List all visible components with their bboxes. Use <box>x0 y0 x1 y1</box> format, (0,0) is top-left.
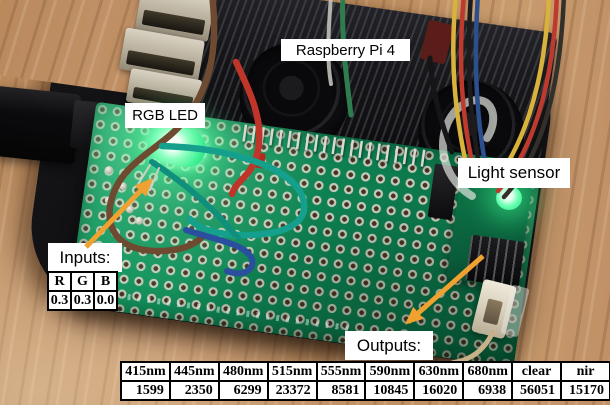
table-header-cell: nir <box>560 361 610 382</box>
table-value-cell: 16020 <box>413 380 465 401</box>
solder-joint <box>118 181 128 191</box>
table-value-cell: 8581 <box>315 380 367 401</box>
inputs-table: R G B 0.3 0.3 0.0 <box>47 271 118 311</box>
rgb-led-label: RGB LED <box>125 103 205 128</box>
table-header-cell: B <box>93 271 118 292</box>
silkscreen-marks <box>127 293 351 332</box>
solder-joint <box>104 195 114 205</box>
table-value-cell: 0.3 <box>47 290 72 311</box>
solder-joint <box>134 216 144 226</box>
inputs-label: Inputs: <box>48 243 122 272</box>
table-value-cell: 0.3 <box>70 290 95 311</box>
hdmi-plug <box>0 85 82 165</box>
rgb-led-label-text: RGB LED <box>132 107 198 124</box>
light-sensor-label-text: Light sensor <box>467 163 561 182</box>
table-row: R G B <box>47 271 118 292</box>
solder-joint <box>104 165 114 175</box>
sensor-led-glow <box>496 186 522 210</box>
black-header <box>427 163 459 221</box>
table-header-cell: 555nm <box>315 361 367 382</box>
table-header-cell: 415nm <box>120 361 171 382</box>
table-value-cell: 15170 <box>560 380 610 401</box>
table-value-cell: 0.0 <box>93 290 118 311</box>
table-header-cell: clear <box>511 361 563 382</box>
table-value-cell: 23372 <box>266 380 318 401</box>
table-header-cell: 480nm <box>217 361 269 382</box>
light-sensor-label: Light sensor <box>458 158 570 188</box>
connector-slot <box>482 298 503 326</box>
table-value-cell: 6299 <box>217 380 269 401</box>
raspberry-pi-label-text: Raspberry Pi 4 <box>295 41 396 59</box>
outputs-label-text: Outputs: <box>356 335 422 355</box>
table-header-cell: 590nm <box>364 361 416 382</box>
table-header-cell: 445nm <box>168 361 220 382</box>
outputs-label: Outputs: <box>345 331 433 360</box>
table-row: 415nm 445nm 480nm 515nm 555nm 590nm 630n… <box>120 361 610 382</box>
table-value-cell: 6938 <box>462 380 514 401</box>
table-header-cell: R <box>47 271 72 292</box>
raspberry-pi-label: Raspberry Pi 4 <box>281 39 410 61</box>
table-value-cell: 10845 <box>364 380 416 401</box>
table-row: 1599 2350 6299 23372 8581 10845 16020 69… <box>120 380 610 401</box>
table-value-cell: 2350 <box>168 380 220 401</box>
sensor-output-pins <box>465 234 525 288</box>
solder-joint <box>145 179 155 189</box>
table-value-cell: 1599 <box>120 380 171 401</box>
solder-joint <box>125 204 135 214</box>
table-header-cell: G <box>70 271 95 292</box>
table-value-cell: 56051 <box>511 380 563 401</box>
inputs-label-text: Inputs: <box>59 247 111 267</box>
table-header-cell: 515nm <box>266 361 318 382</box>
table-row: 0.3 0.3 0.0 <box>47 290 118 311</box>
table-header-cell: 630nm <box>413 361 465 382</box>
outputs-table: 415nm 445nm 480nm 515nm 555nm 590nm 630n… <box>120 361 610 401</box>
table-header-cell: 680nm <box>462 361 514 382</box>
red-component <box>254 152 266 169</box>
